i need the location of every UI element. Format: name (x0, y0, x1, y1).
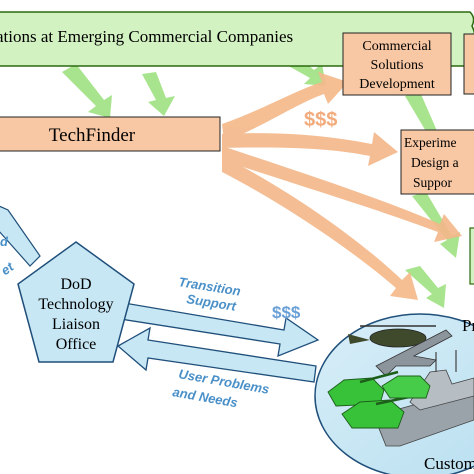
experimentation-line-1: Experime (404, 135, 456, 150)
techfinder-label: TechFinder (49, 125, 136, 146)
commercial-solutions-line-3: Development (359, 77, 435, 92)
experimentation-line-2: Design a (411, 155, 459, 170)
tank-barrel-icon-1 (359, 370, 399, 384)
ship-superstructure-icon (409, 369, 474, 411)
commercial-solutions-line-1: Commercial (362, 39, 431, 54)
tank-icon-1 (327, 377, 385, 407)
left-arrow-fragment-1: d (0, 234, 9, 249)
money-label-orange: $$$ (304, 109, 337, 131)
commercial-solutions-box (342, 32, 452, 96)
liaison-line-3: Liaison (52, 316, 100, 333)
user-problems-arrow (116, 326, 317, 383)
experimentation-box (400, 129, 474, 195)
orange-arrow-to-commercial (222, 72, 348, 142)
liaison-line-4: Office (56, 336, 97, 353)
military-assets-illustration (327, 325, 474, 447)
transition-support-arrow (113, 301, 320, 358)
orange-arrow-to-right-1 (222, 146, 462, 242)
green-arrow-1 (62, 64, 112, 118)
green-arrow-6 (405, 266, 446, 308)
liaison-line-1: DoD (60, 276, 91, 293)
tank-icon-2 (341, 399, 405, 429)
orange-arrows (222, 72, 462, 300)
experimentation-line-3: Suppor (413, 175, 453, 190)
techfinder-box (0, 116, 221, 152)
left-arrow-fragment-2: et (0, 259, 17, 278)
orange-arrow-to-experimentation (222, 132, 398, 166)
helicopter-icon (369, 328, 427, 348)
orange-arrow-to-customer (222, 156, 418, 300)
green-arrow-2 (142, 72, 175, 116)
banner-text: ations at Emerging Commercial Companies (0, 27, 293, 46)
tank-icon-3 (381, 375, 431, 399)
liaison-line-2: Technology (38, 296, 113, 313)
transition-money-label: $$$ (272, 303, 301, 322)
right-edge-box (463, 33, 474, 95)
left-blue-arrow (0, 205, 41, 267)
commercial-solutions-line-2: Solutions (371, 58, 424, 73)
liaison-office-pentagon (17, 241, 135, 363)
right-green-box (469, 227, 474, 285)
customer-top-label: Pr (462, 316, 474, 335)
fighter-jet-icon (375, 329, 453, 377)
helicopter-tail-icon (348, 334, 370, 344)
customer-bottom-label: Custom (424, 454, 474, 473)
